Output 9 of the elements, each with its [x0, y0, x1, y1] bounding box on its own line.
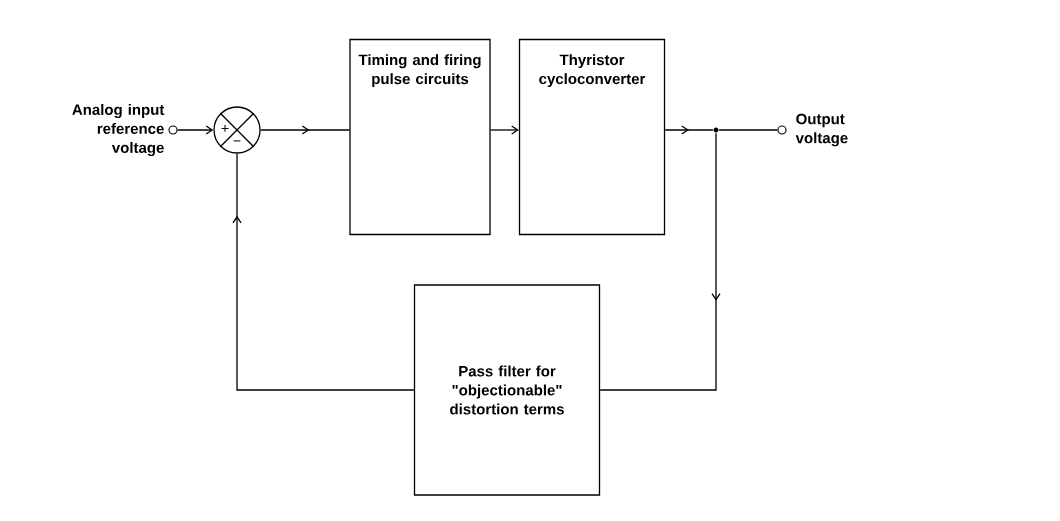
arrow	[490, 125, 519, 135]
arrow	[176, 125, 214, 135]
sign-label: −	[233, 140, 241, 142]
block-box: Thyristor cycloconverter	[518, 38, 666, 236]
sign-label: +	[221, 124, 229, 132]
terminal-label: Output voltage	[795, 113, 848, 147]
terminal-label: Analog input reference voltage	[72, 103, 165, 156]
block-box: Pass filter for "objectionable" distortion terms	[413, 284, 601, 496]
block-box: Timing and firing pulse circuits	[349, 38, 491, 236]
